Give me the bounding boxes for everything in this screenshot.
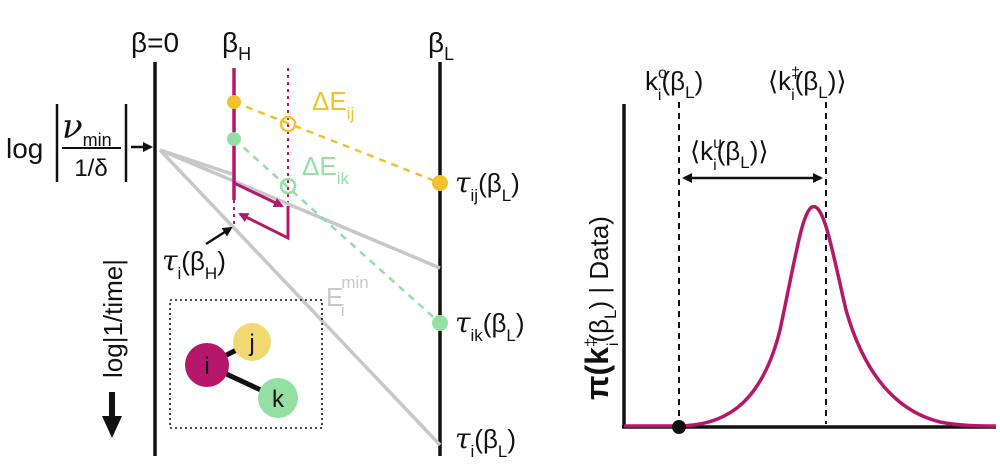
k0-point [672,420,686,434]
yellow-start-dot [227,95,241,109]
posterior-y-label: π(k‡i(βL) | Data) [579,216,622,400]
magenta-arrow-right [233,181,284,208]
beta-zero-label: β=0 [131,27,179,58]
tau-ij-label: τij(βL) [455,166,520,205]
posterior-curve [624,205,997,428]
frac-denominator: 1/δ [74,155,107,182]
frac-numerator: νmin [62,107,112,150]
node-j [233,323,271,361]
yellow-dashed-line [233,100,441,185]
beta-h-label: βH [222,27,251,64]
delta-e-ij-label: ΔEij [312,86,354,123]
yellow-open-circle [279,115,297,133]
tau-i-betah-arrow [205,226,233,246]
magenta-return-path [238,206,290,241]
node-k [258,378,298,418]
tau-ik-label: τik(βL) [455,306,525,345]
inset-box [169,299,323,429]
gray-line-upper [159,148,441,270]
tau-i-betah-label: τi(βH) [162,244,226,283]
yellow-end-dot [432,175,448,191]
delta-e-ik-label: ΔEik [302,151,349,188]
beta-l-label: βL [428,27,454,64]
node-i-label: i [204,353,209,380]
tau-i-betal-label: τi(βL) [455,422,516,461]
green-start-dot [227,132,241,146]
green-open-circle [279,177,297,195]
node-k-label: k [272,386,285,413]
log-label: log [6,133,43,164]
gray-line-lower [158,148,442,447]
down-arrow-head [102,416,122,438]
green-end-dot [432,315,448,331]
node-j-label: j [248,330,254,357]
k-mean-label: ⟨k‡i(βL)⟩ [768,65,847,104]
gray-line-short [159,148,233,176]
time-axis-label: log|1/time| [98,259,128,378]
emin-lines [158,148,442,447]
node-i [185,343,229,387]
